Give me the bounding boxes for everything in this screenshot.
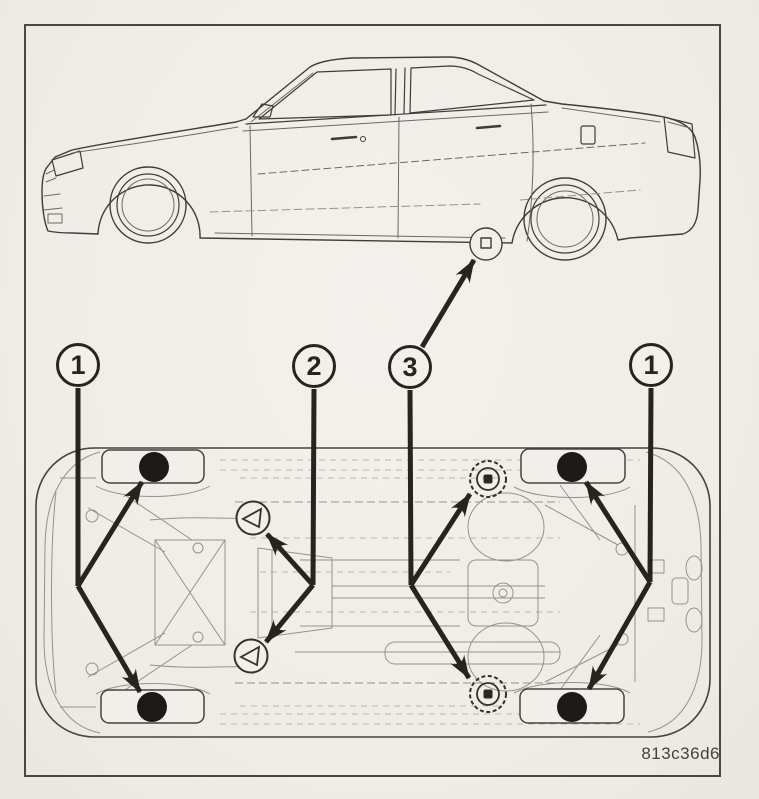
callout-bubble-3: 3 — [388, 345, 432, 389]
bullseye-marker-icons — [469, 460, 507, 713]
callout-leaders — [75, 258, 654, 694]
arrow-icon — [586, 580, 653, 691]
lift-pad-dot-icons — [137, 452, 587, 722]
arrow-icon — [583, 480, 653, 584]
leader-stem-3 — [407, 389, 414, 586]
callout-label: 1 — [70, 349, 86, 380]
side-view-car — [41, 56, 701, 261]
front-wheel — [109, 166, 187, 244]
figure-code: 813c36d6 — [641, 744, 720, 763]
arrow-icon — [408, 583, 472, 680]
arrow-icon — [75, 480, 145, 588]
leader-stem-2 — [310, 388, 317, 586]
sill-jack-point-icon — [469, 227, 503, 261]
callout-bubble-1-left: 1 — [56, 343, 100, 387]
leader-stem-1-right — [647, 387, 654, 583]
rear-wheel — [523, 177, 607, 261]
arrow-icon — [408, 492, 473, 587]
arrow-icon — [419, 258, 477, 349]
arrow-icon — [265, 532, 315, 587]
callout-label: 3 — [402, 351, 418, 382]
marker-symbols — [137, 452, 587, 722]
arrow-icon — [75, 584, 143, 694]
callout-label: 1 — [643, 349, 659, 380]
arrow-icon — [264, 583, 315, 644]
diagram-frame — [24, 24, 721, 777]
callout-bubble-2: 2 — [292, 344, 336, 388]
callout-bubble-1-right: 1 — [629, 343, 673, 387]
triangle-marker-icons — [233, 500, 271, 674]
callout-label: 2 — [306, 350, 322, 381]
